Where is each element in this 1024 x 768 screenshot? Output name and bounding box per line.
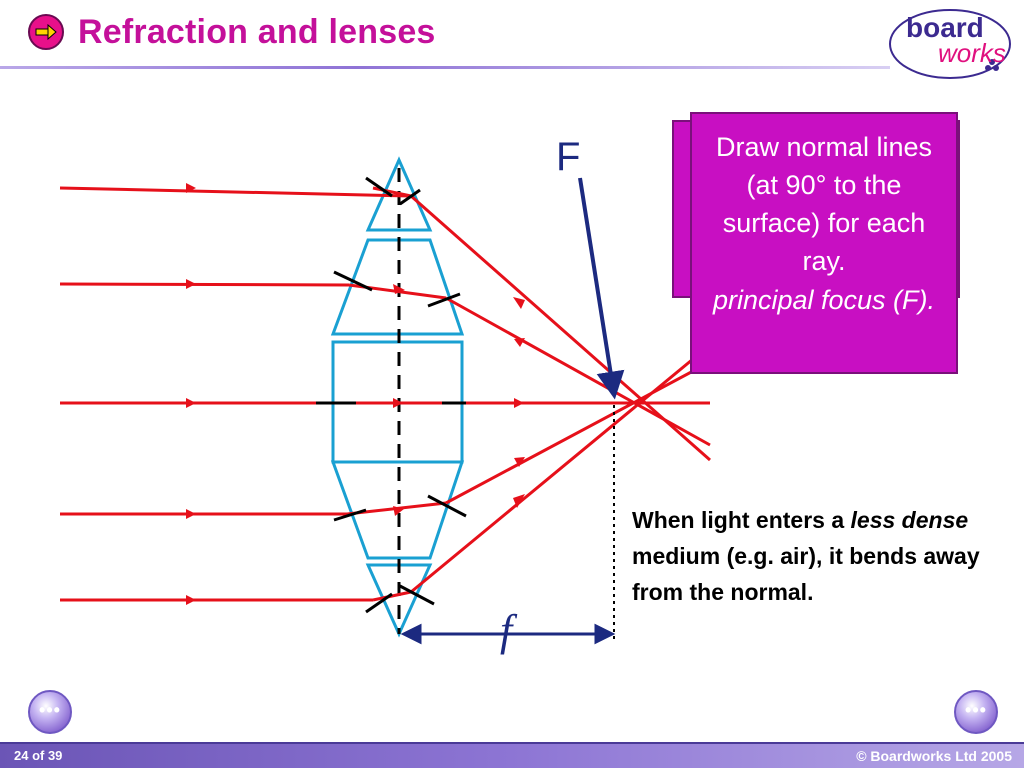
title-divider	[0, 66, 890, 69]
previous-button[interactable]: •••	[28, 690, 72, 734]
normal-line	[365, 176, 393, 198]
lens-arrowheads	[393, 284, 405, 516]
explanation-part1: When light enters a	[632, 507, 851, 533]
logo-text-works: works	[938, 38, 1006, 68]
normal-line	[333, 508, 367, 522]
boardworks-logo: board works	[888, 6, 1016, 80]
refracted-ray-4	[445, 360, 711, 505]
ray-arrow	[186, 595, 196, 605]
info-box: Draw normal lines (at 90° to the surface…	[690, 112, 958, 374]
next-button[interactable]: •••	[954, 690, 998, 734]
incident-rays	[59, 186, 412, 602]
ray-arrow	[514, 398, 524, 408]
incident-ray-2	[59, 282, 350, 287]
ray-arrow	[186, 183, 196, 193]
ray-arrow	[186, 398, 196, 408]
refracted-rays	[410, 194, 711, 594]
refracted-arrowheads	[513, 297, 525, 508]
explanation-part2: medium (e.g. air), it bends away from th…	[632, 543, 980, 605]
incident-ray-1	[59, 186, 412, 198]
ray-arrow	[393, 284, 405, 294]
normal-line	[399, 584, 435, 606]
explanation-text: When light enters a less dense medium (e…	[632, 502, 1012, 610]
ray-arrow	[186, 279, 196, 289]
ray-arrow	[513, 297, 525, 309]
ray-arrow	[514, 457, 525, 467]
ray-arrow	[393, 398, 403, 408]
normal-line	[365, 592, 393, 614]
ray-arrow	[393, 506, 404, 516]
page-number: 24 of 39	[14, 748, 63, 763]
footer-bar	[0, 744, 1024, 768]
title-bar: Refraction and lenses	[28, 8, 436, 56]
ray-arrow	[186, 509, 196, 519]
ray-arrow	[513, 494, 525, 508]
lens-upper-trapezoid	[330, 238, 465, 336]
ray-in-lens-1	[372, 186, 412, 198]
focus-label: F	[556, 135, 580, 179]
focal-length-label: f	[500, 606, 518, 655]
arrow-right-icon[interactable]	[28, 14, 64, 50]
page-title: Refraction and lenses	[78, 12, 436, 51]
incident-arrowheads	[186, 183, 196, 605]
more-dots-icon: •••	[39, 699, 61, 720]
info-box-text: Draw normal lines (at 90° to the surface…	[715, 132, 933, 276]
more-dots-icon: •••	[965, 699, 987, 720]
footer-divider	[0, 742, 1024, 744]
explanation-italic: less dense	[850, 507, 969, 533]
normal-line	[427, 494, 467, 518]
logo-text-board: board	[906, 12, 984, 43]
info-box-subtext: principal focus (F).	[712, 285, 936, 315]
refracted-ray-2	[445, 296, 711, 447]
normal-line	[333, 270, 373, 292]
lens-lower-trapezoid	[330, 460, 465, 560]
normal-lines	[316, 176, 467, 614]
ray-in-lens-5	[372, 590, 412, 602]
lens-diagram: F f	[59, 135, 711, 655]
ray-arrow	[514, 338, 525, 347]
focus-arrow	[578, 177, 625, 400]
refracted-ray-5	[410, 343, 711, 594]
normal-line	[427, 292, 461, 308]
normal-line	[399, 188, 421, 206]
copyright-text: © Boardworks Ltd 2005	[856, 748, 1012, 764]
focal-length-arrow	[400, 623, 616, 645]
